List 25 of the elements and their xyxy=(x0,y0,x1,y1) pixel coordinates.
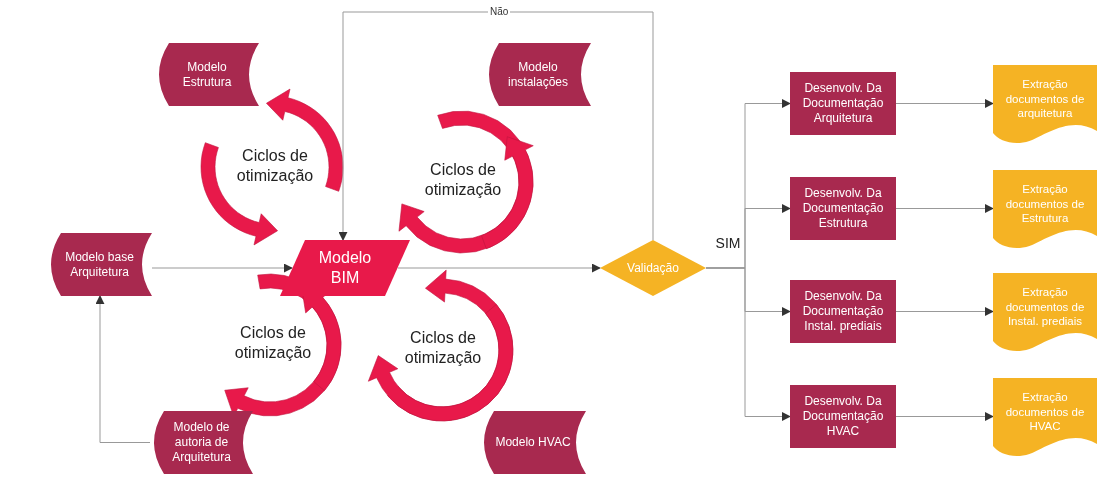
arrow xyxy=(397,263,601,273)
arrow xyxy=(95,295,151,443)
cycle-label: Ciclos de otimização xyxy=(403,328,483,368)
cycle-label: Ciclos de otimização xyxy=(235,146,315,186)
document-shape: Extração documentos de Instal. prediais xyxy=(993,273,1097,351)
edge-label: Não xyxy=(488,6,511,18)
arrow xyxy=(895,99,994,108)
process-box: Desenvolv. Da Documentação Arquitetura xyxy=(790,72,896,135)
process-box: Desenvolv. Da Documentação HVAC xyxy=(790,385,896,448)
document-shape: Extração documentos de Estrutura xyxy=(993,170,1097,248)
process-box: Desenvolv. Da Documentação Estrutura xyxy=(790,177,896,240)
arrow xyxy=(895,307,994,316)
data-parallelogram: Modelo BIM xyxy=(280,240,410,296)
arrow xyxy=(151,263,293,273)
cycle-label: Ciclos de otimização xyxy=(423,160,503,200)
cycle-label: Ciclos de otimização xyxy=(233,323,313,363)
arrow xyxy=(895,412,994,421)
branch-label: SIM xyxy=(714,235,742,253)
arrow xyxy=(338,11,654,241)
decision-diamond: Validação xyxy=(600,240,706,296)
document-shape: Extração documentos de arquitetura xyxy=(993,65,1097,143)
process-box: Desenvolv. Da Documentação Instal. prediais xyxy=(790,280,896,343)
arrow xyxy=(705,267,791,421)
document-shape: Extração documentos de HVAC xyxy=(993,378,1097,456)
arrow xyxy=(895,204,994,213)
